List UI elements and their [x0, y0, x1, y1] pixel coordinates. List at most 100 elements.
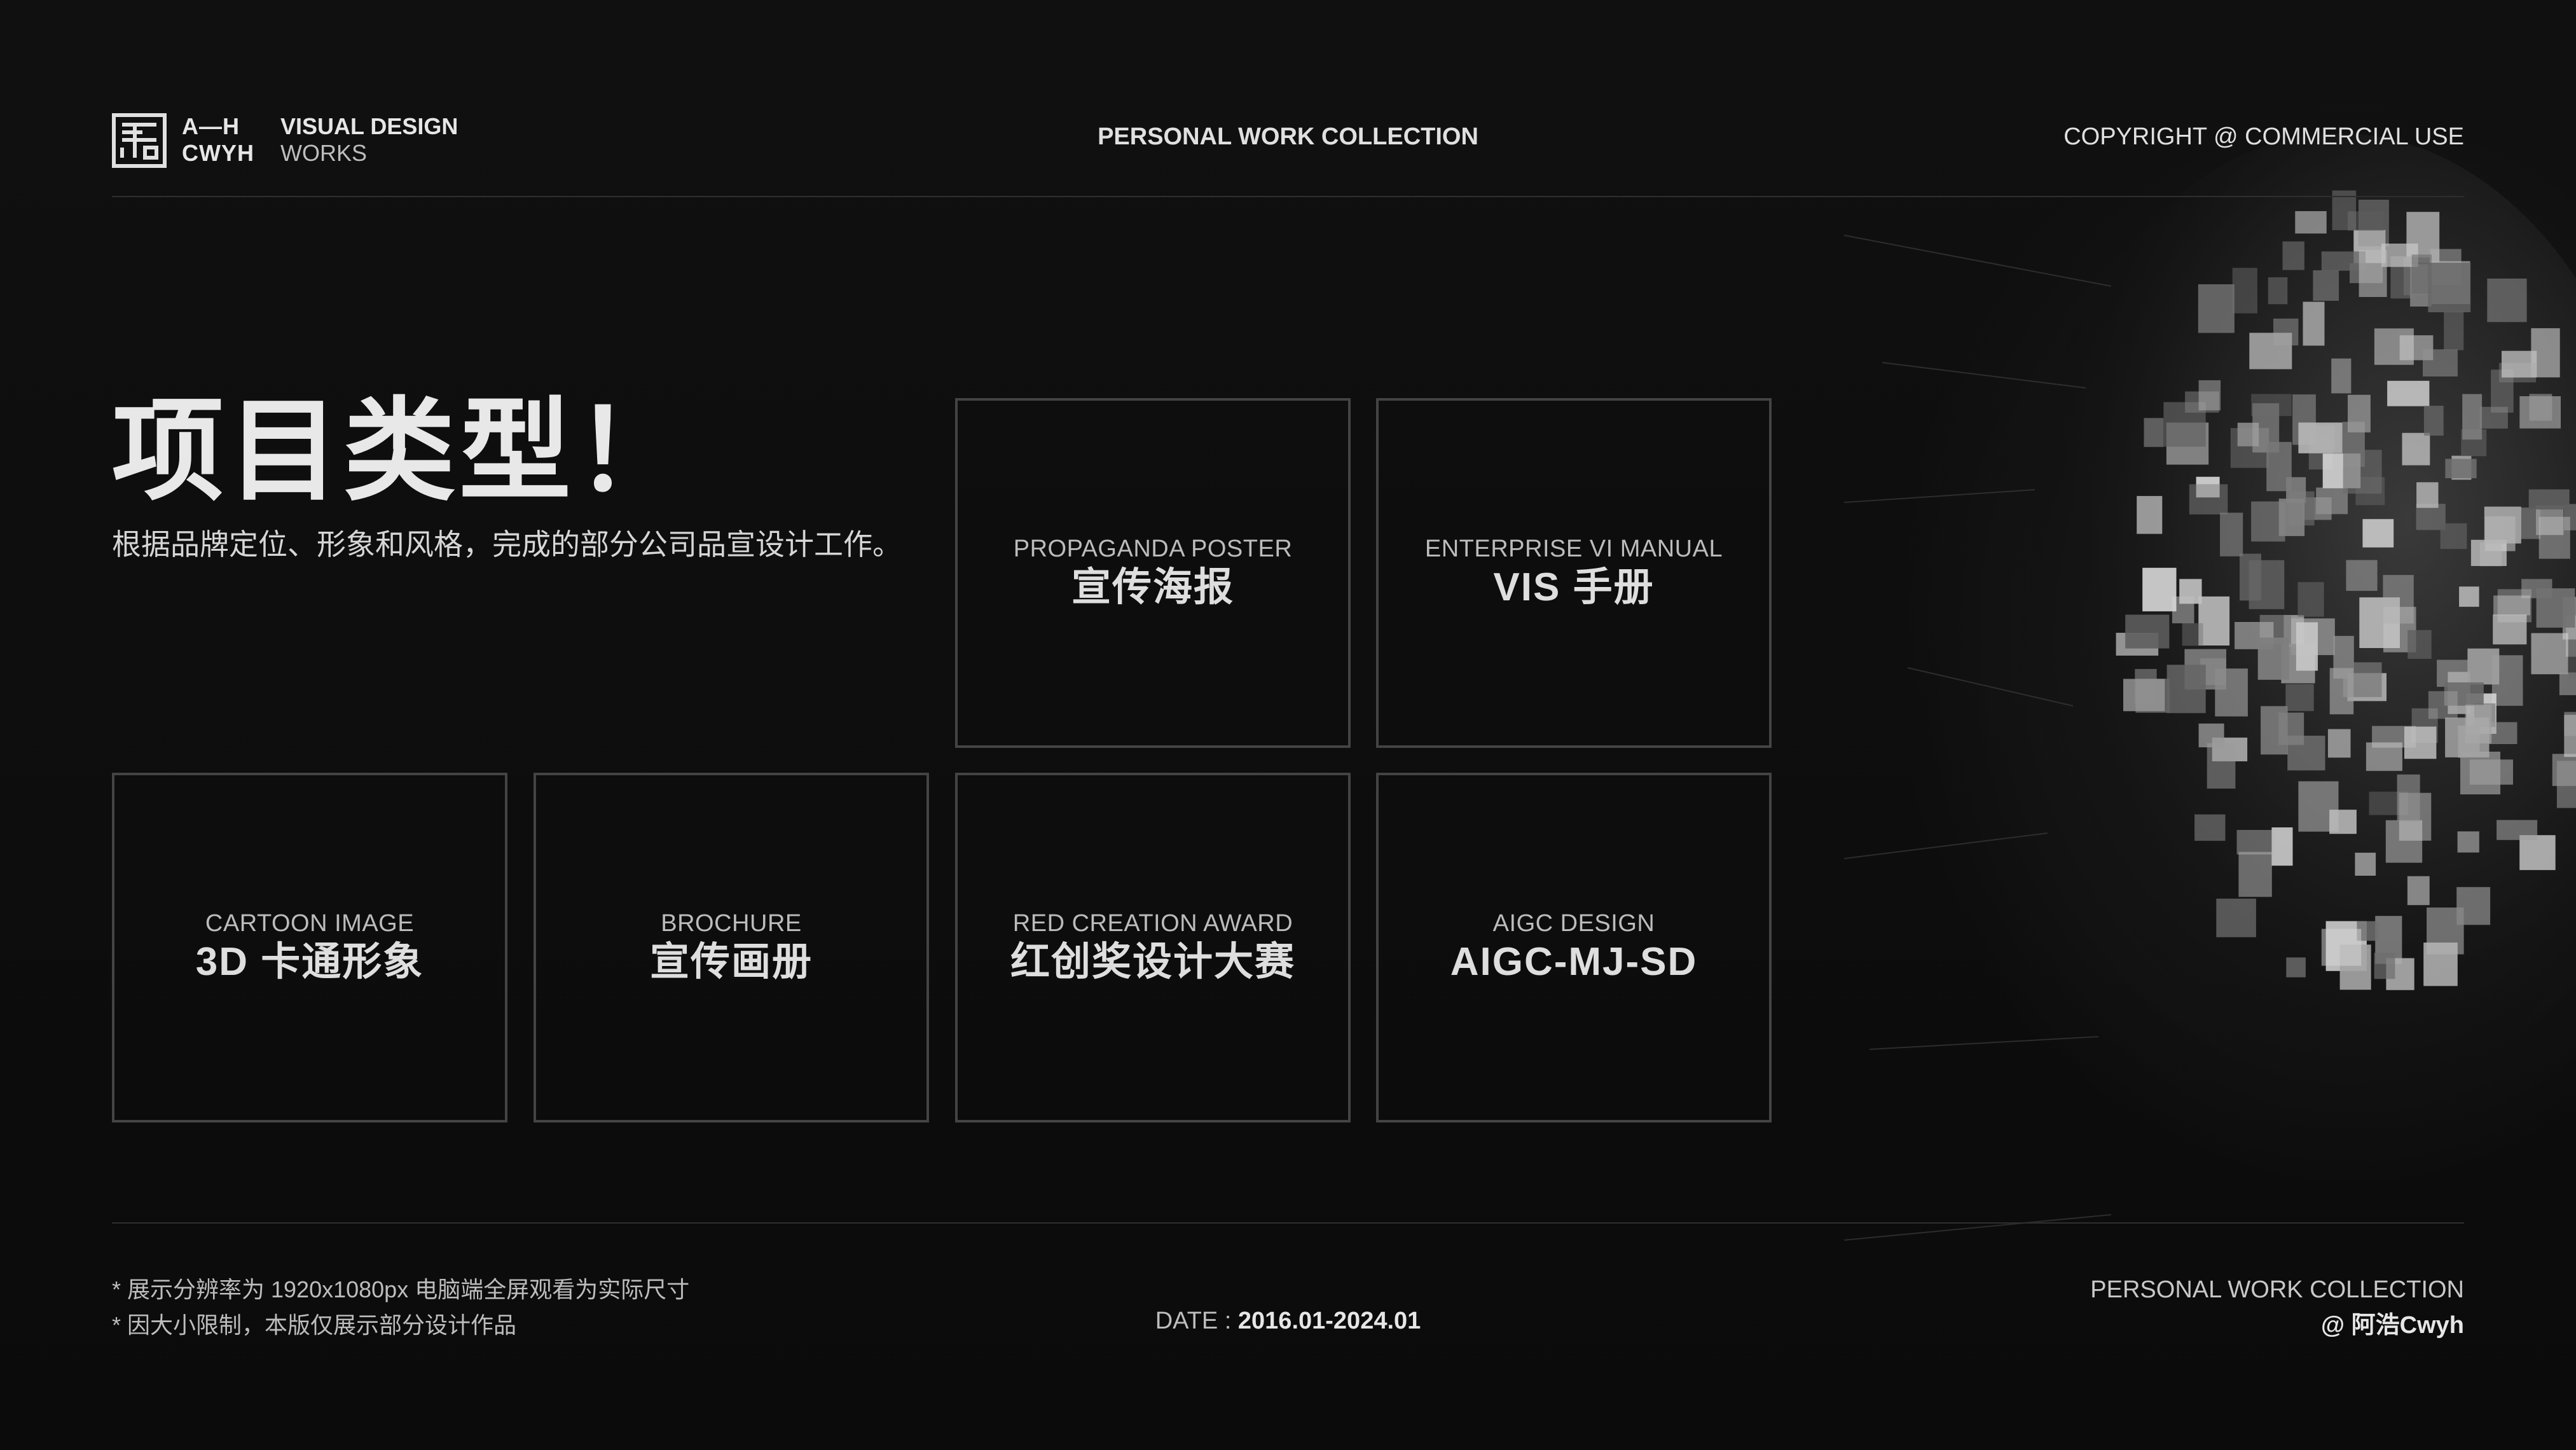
mosaic-tile: [2536, 505, 2564, 535]
mosaic-tile: [2142, 567, 2177, 612]
mosaic-tile: [2407, 876, 2430, 906]
date-label: DATE :: [1155, 1308, 1238, 1334]
mosaic-tile: [2185, 391, 2219, 413]
mosaic-tile: [2556, 761, 2576, 808]
category-cn-label: 宣传画册: [649, 940, 813, 984]
mosaic-tile: [2559, 672, 2576, 696]
mosaic-tile: [2220, 513, 2243, 556]
mosaic-tile: [2296, 622, 2318, 671]
mosaic-tile: [2411, 254, 2432, 294]
mosaic-tile: [2179, 579, 2202, 604]
header-center-title: PERSONAL WORK COLLECTION: [1098, 123, 1478, 150]
mosaic-tile: [2194, 814, 2226, 841]
mosaic-tile: [2407, 630, 2432, 659]
page-title: 项目类型！: [112, 389, 691, 514]
mosaic-tile: [2402, 432, 2430, 466]
mosaic-tile: [2268, 277, 2288, 305]
mosaic-tile: [2493, 595, 2530, 616]
mosaic-tile: [2251, 394, 2292, 417]
mosaic-tile: [2297, 582, 2324, 617]
mosaic-tile: [2428, 691, 2458, 719]
category-tile-red-award[interactable]: RED CREATION AWARD 红创奖设计大赛: [955, 773, 1351, 1122]
mosaic-tile: [2286, 957, 2306, 977]
mosaic-head-artwork: [1844, 134, 2576, 1241]
mosaic-tile: [2331, 358, 2352, 394]
mosaic-tile: [2249, 333, 2292, 369]
mosaic-tile: [2295, 211, 2327, 234]
mosaic-tile: [2529, 394, 2552, 421]
mosaic-tile: [2445, 717, 2490, 757]
mosaic-tile: [2460, 751, 2500, 795]
category-tile-poster[interactable]: PROPAGANDA POSTER 宣传海报: [955, 398, 1351, 748]
mosaic-tile: [2488, 722, 2517, 744]
category-tile-cartoon[interactable]: CARTOON IMAGE 3D 卡通形象: [112, 773, 507, 1122]
mosaic-tile: [2502, 350, 2537, 378]
mosaic-tile: [2470, 539, 2507, 566]
mosaic-tile: [2303, 301, 2325, 346]
mosaic-tile: [2198, 284, 2235, 333]
mosaic-tile: [2355, 852, 2376, 876]
date-value: 2016.01-2024.01: [1237, 1308, 1421, 1334]
mosaic-tile: [2404, 726, 2437, 759]
header: A—H CWYH VISUAL DESIGN WORKS PERSONAL WO…: [112, 108, 2464, 197]
mosaic-tile: [2189, 484, 2228, 514]
mosaic-tile: [2519, 835, 2556, 871]
footer-signature: @ 阿浩Cwyh: [2321, 1312, 2464, 1339]
mosaic-tile: [2479, 406, 2508, 429]
mosaic-tile: [2493, 614, 2527, 645]
header-divider: [112, 196, 2464, 197]
mosaic-tile: [2445, 459, 2477, 478]
category-cn-label: 宣传海报: [1071, 565, 1234, 609]
footer-note-limit: * 因大小限制，本版仅展示部分设计作品: [112, 1312, 517, 1338]
mosaic-tile: [2459, 586, 2479, 607]
footer-divider: [112, 1222, 2464, 1224]
mosaic-tile: [2285, 684, 2314, 712]
footer-collection: PERSONAL WORK COLLECTION: [2090, 1276, 2464, 1303]
mosaic-tile: [2249, 560, 2285, 609]
mosaic-tile: [2423, 406, 2444, 436]
mosaic-tile: [2383, 575, 2414, 624]
mosaic-tile: [2484, 506, 2521, 544]
mosaic-tile: [2257, 637, 2289, 680]
mosaic-tile: [2564, 712, 2576, 736]
mosaic-tile: [2238, 852, 2272, 897]
mosaic-tile: [2467, 648, 2500, 685]
footer-notes: * 展示分辨率为 1920x1080px 电脑端全屏观看为实际尺寸 * 因大小限…: [112, 1272, 689, 1343]
mosaic-tile: [2457, 831, 2479, 853]
mosaic-tile: [2362, 519, 2394, 548]
header-copyright: COPYRIGHT @ COMMERCIAL USE: [2063, 123, 2464, 150]
category-en-label: CARTOON IMAGE: [205, 910, 415, 937]
mosaic-tile: [2536, 588, 2575, 628]
logo-wordmark: A—H CWYH: [182, 113, 254, 167]
logo-line-1: A—H: [182, 113, 240, 139]
mosaic-tile: [2387, 380, 2430, 406]
category-tile-vi-manual[interactable]: ENTERPRISE VI MANUAL VIS 手册: [1376, 398, 1772, 748]
mosaic-tile: [2313, 270, 2339, 301]
footer-signature-block: PERSONAL WORK COLLECTION @ 阿浩Cwyh: [2090, 1272, 2464, 1343]
category-tile-brochure[interactable]: BROCHURE 宣传画册: [534, 773, 929, 1122]
mosaic-tile: [2278, 499, 2305, 536]
mosaic-tile: [2385, 820, 2423, 863]
mosaic-tile: [2282, 241, 2304, 270]
mosaic-tile: [2444, 682, 2484, 706]
page-subtitle: 根据品牌定位、形象和风格，完成的部分公司品宣设计工作。: [112, 528, 902, 561]
category-cn-label: AIGC-MJ-SD: [1450, 940, 1698, 984]
category-en-label: BROCHURE: [661, 910, 802, 937]
category-en-label: PROPAGANDA POSTER: [1013, 535, 1293, 562]
category-cn-label: 红创奖设计大赛: [1010, 940, 1295, 984]
category-tile-aigc[interactable]: AIGC DESIGN AIGC-MJ-SD: [1376, 773, 1772, 1122]
mosaic-tile: [2298, 781, 2339, 832]
mosaic-tile: [2348, 394, 2371, 432]
mosaic-tile: [2416, 482, 2439, 508]
mosaic-tile: [2366, 742, 2402, 771]
footer-date: DATE : 2016.01-2024.01: [0, 1308, 2576, 1335]
mosaic-tile: [2528, 489, 2570, 510]
category-en-label: RED CREATION AWARD: [1012, 910, 1293, 937]
mosaic-tile: [2374, 953, 2395, 979]
mosaic-tile: [2462, 394, 2483, 440]
mosaic-tile: [2359, 250, 2387, 297]
mosaic-tile: [2397, 774, 2420, 822]
mosaic-tile: [2329, 668, 2354, 715]
mosaic-tile: [2423, 349, 2458, 376]
